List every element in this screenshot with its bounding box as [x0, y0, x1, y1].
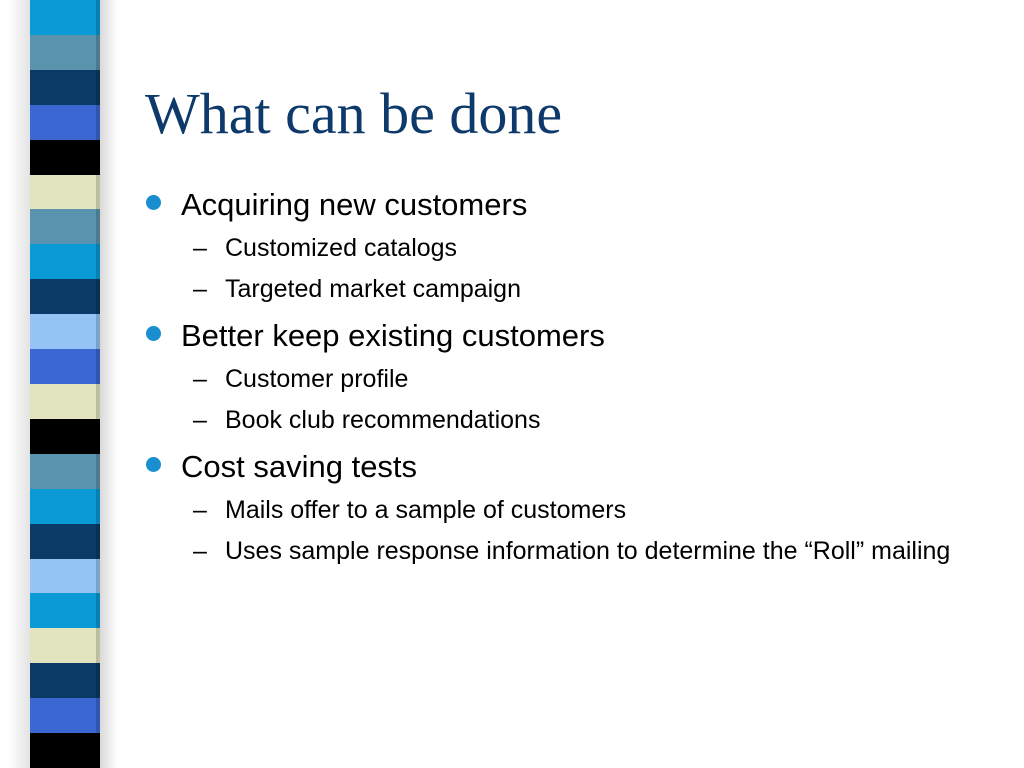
sub-bullet-item: – Uses sample response information to de… [145, 534, 995, 568]
stripe-segment [30, 593, 100, 630]
stripe-shadow [96, 0, 118, 768]
stripe-segment [30, 349, 100, 385]
stripe-segment [30, 488, 100, 525]
sub-bullet-text: Mails offer to a sample of customers [225, 496, 627, 524]
stripe-segment [30, 523, 100, 560]
dash-icon: – [193, 365, 207, 393]
stripe-segment [30, 453, 100, 490]
stripe-segment [30, 34, 100, 71]
bullet-dot-icon [146, 457, 161, 472]
dash-icon: – [193, 234, 207, 262]
bullet-item: Better keep existing customers [145, 317, 995, 355]
stripe-segment [30, 558, 100, 595]
stripe-segment [30, 104, 100, 141]
stripe-segment [30, 733, 100, 768]
sub-bullet-item: – Customer profile [145, 362, 995, 396]
dash-icon: – [193, 406, 207, 434]
sub-bullet-text: Book club recommendations [225, 406, 541, 434]
dash-icon: – [193, 496, 207, 524]
sub-bullet-text: Targeted market campaign [225, 275, 521, 303]
stripe-segment [30, 384, 100, 420]
sub-bullet-item: – Customized catalogs [145, 231, 995, 265]
bullet-text: Better keep existing customers [181, 318, 605, 353]
bullet-text: Cost saving tests [181, 449, 418, 484]
stripe-segment [30, 244, 100, 281]
sub-bullet-item: – Book club recommendations [145, 403, 995, 437]
bullet-item: Cost saving tests [145, 448, 995, 486]
bullet-text: Acquiring new customers [181, 187, 528, 222]
sub-bullet-text: Customized catalogs [225, 234, 458, 262]
stripe-segment [30, 663, 100, 700]
sub-bullet-text: Customer profile [225, 365, 409, 393]
stripe-segment [30, 314, 100, 351]
bullet-dot-icon [146, 326, 161, 341]
stripe-segment [30, 69, 100, 106]
bullet-item: Acquiring new customers [145, 186, 995, 224]
stripe-segment [30, 628, 100, 665]
stripe-segment [30, 418, 100, 455]
sub-bullet-item: – Mails offer to a sample of customers [145, 493, 995, 527]
stripe-shadow-left [8, 0, 32, 768]
stripe-segment [30, 279, 100, 316]
bullet-list: Acquiring new customers – Customized cat… [145, 186, 995, 568]
slide-title: What can be done [145, 81, 563, 146]
stripe-segment [30, 0, 100, 36]
bullet-dot-icon [146, 195, 161, 210]
dash-icon: – [193, 275, 207, 303]
sub-bullet-item: – Targeted market campaign [145, 272, 995, 306]
stripe-segment [30, 698, 100, 735]
dash-icon: – [193, 537, 207, 565]
stripe-segment [30, 174, 100, 211]
stripe-segment [30, 139, 100, 176]
stripe-segment [30, 209, 100, 246]
sub-bullet-text: Uses sample response information to dete… [225, 537, 951, 565]
decorative-stripe-band [30, 0, 100, 768]
